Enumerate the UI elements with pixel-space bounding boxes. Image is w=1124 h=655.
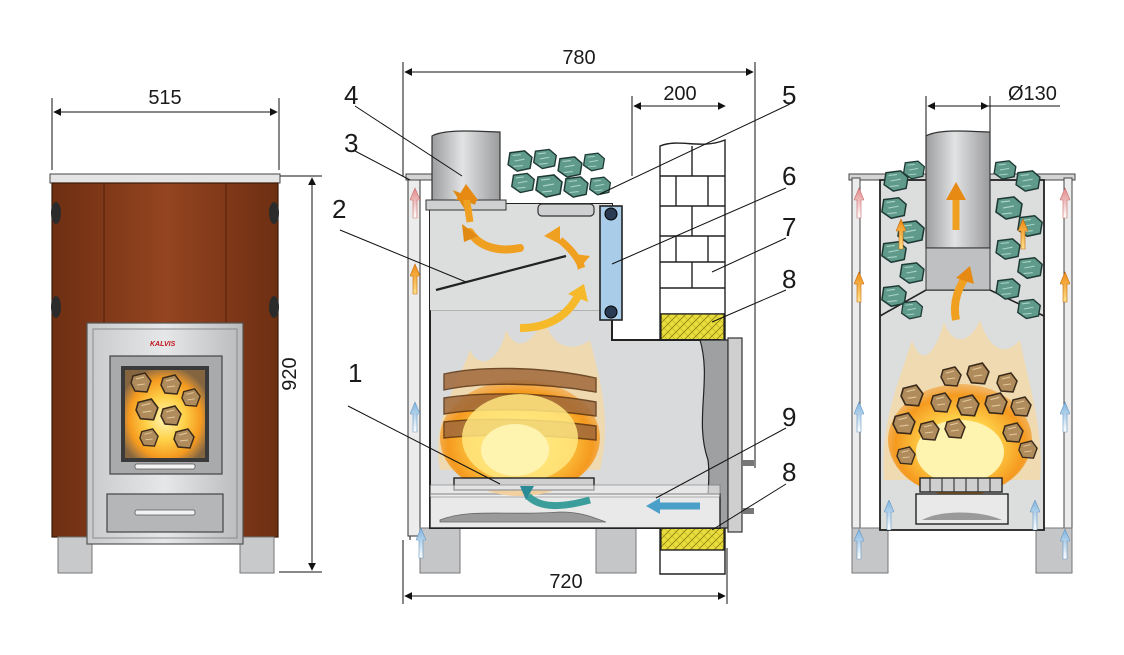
callout-lines — [339, 103, 791, 531]
heat-shield-duct — [599, 205, 623, 321]
ash-drawer — [106, 493, 224, 533]
hot-air-arrow-icon — [946, 182, 974, 321]
height-dimension: 920 — [279, 175, 322, 573]
callout-7: 7 — [782, 212, 796, 242]
ash-pan — [429, 493, 721, 529]
stove-leg — [595, 527, 637, 574]
cold-air-arrow-icon — [520, 486, 700, 514]
callout-8-bottom: 8 — [782, 457, 796, 487]
casing-bolt — [51, 296, 61, 318]
callout-3: 3 — [344, 128, 358, 158]
hot-air-arrow-icon — [452, 184, 590, 332]
drawer-handle — [134, 509, 196, 516]
callout-4: 4 — [344, 80, 358, 110]
total-depth-dimension: 780 — [402, 47, 756, 468]
flue-diameter-dimension: Ø130 — [925, 83, 1060, 140]
insulation-top — [660, 313, 725, 341]
casing-bolt — [269, 202, 279, 224]
wall-gap-dimension: 200 — [631, 83, 726, 176]
callout-2: 2 — [332, 194, 346, 224]
callout-1: 1 — [348, 358, 362, 388]
front-section-view: Ø130 — [848, 83, 1076, 574]
convection-casing — [407, 175, 421, 537]
brand-logo: KALVIS — [150, 341, 176, 348]
casing-bolt — [51, 202, 61, 224]
callout-5: 5 — [782, 80, 796, 110]
front-width-dimension: 515 — [51, 87, 280, 170]
stove-leg — [239, 536, 275, 574]
heater-stones — [507, 148, 612, 198]
door-handle — [134, 463, 196, 470]
stove-leg — [419, 527, 461, 574]
side-section-view: 780 200 720 — [332, 47, 796, 604]
front-top-lid — [49, 173, 281, 184]
total-depth-label: 780 — [562, 47, 595, 69]
flame-icon — [437, 318, 606, 496]
baffle-plate — [435, 254, 567, 292]
stove-leg — [57, 536, 93, 574]
callout-8-top: 8 — [782, 264, 796, 294]
front-view: 515 920 KALVIS — [49, 87, 322, 574]
fire-grate — [919, 477, 1003, 493]
callout-9: 9 — [782, 402, 796, 432]
base-depth-label: 720 — [549, 571, 582, 593]
front-width-label: 515 — [148, 87, 181, 109]
flue-diameter-label: Ø130 — [1008, 83, 1057, 105]
stove-door-section — [727, 337, 743, 533]
height-label: 920 — [279, 357, 301, 390]
base-depth-dimension: 720 — [402, 540, 728, 604]
casing-bolt — [269, 296, 279, 318]
callout-6: 6 — [782, 161, 796, 191]
wall-gap-label: 200 — [663, 83, 696, 105]
